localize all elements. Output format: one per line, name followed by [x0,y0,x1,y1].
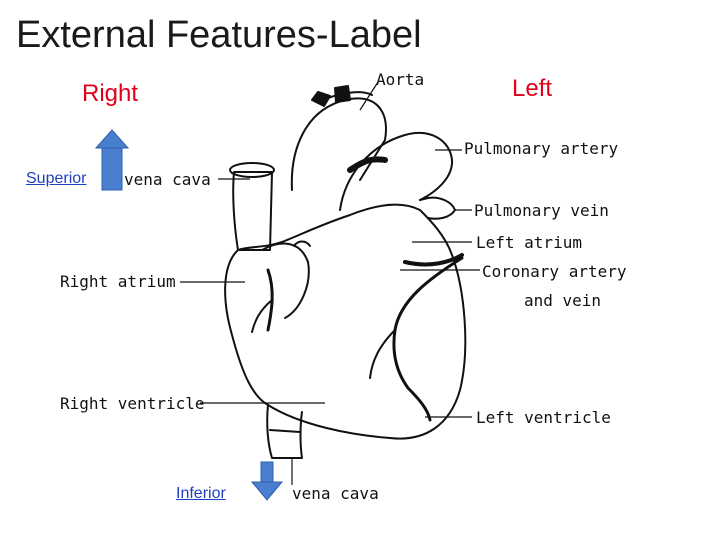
superior-label: Superior [26,170,86,188]
right-atrium-label: Right atrium [60,272,176,291]
coronary-label-line1: Coronary artery [482,262,627,281]
right-ventricle-label: Right ventricle [60,394,205,413]
coronary-label-line2: and vein [524,291,601,310]
aorta-vessel [292,98,386,190]
inferior-label: Inferior [176,485,226,503]
inferior-vena-cava-label: vena cava [292,484,379,503]
inferior-arrow-icon [252,462,282,500]
superior-vena-cava-vessel [233,172,272,250]
left-atrium-label: Left atrium [476,233,582,252]
aorta-label: Aorta [376,70,424,89]
superior-vena-cava-label: vena cava [124,170,211,189]
pulmonary-artery-label: Pulmonary artery [464,139,618,158]
left-ventricle-label: Left ventricle [476,408,611,427]
pulmonary-vein-label: Pulmonary vein [474,201,609,220]
